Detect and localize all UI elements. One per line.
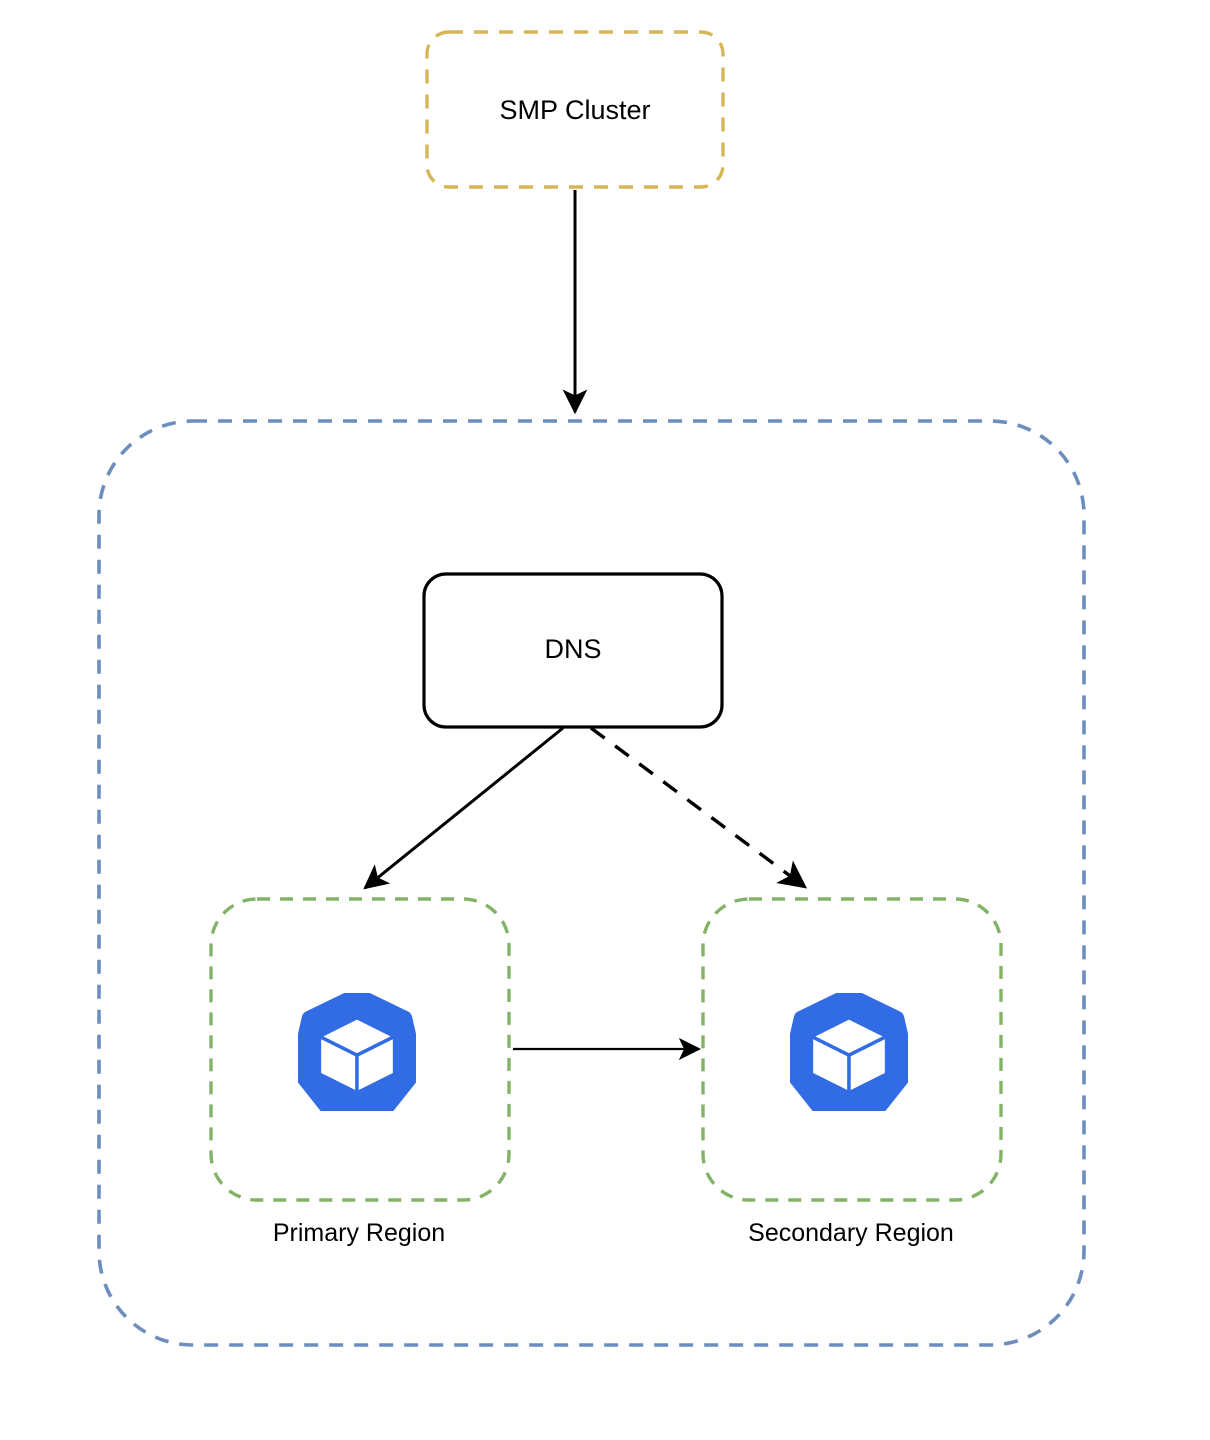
dns-box[interactable]	[422, 572, 724, 729]
kubernetes-icon	[789, 995, 908, 1111]
edge-dns-to-secondary	[589, 726, 808, 889]
edge-dns-to-primary	[363, 726, 564, 890]
smp-cluster-box[interactable]	[425, 30, 725, 189]
outer-boundary-box	[97, 419, 1086, 1347]
kubernetes-icon	[297, 995, 416, 1111]
